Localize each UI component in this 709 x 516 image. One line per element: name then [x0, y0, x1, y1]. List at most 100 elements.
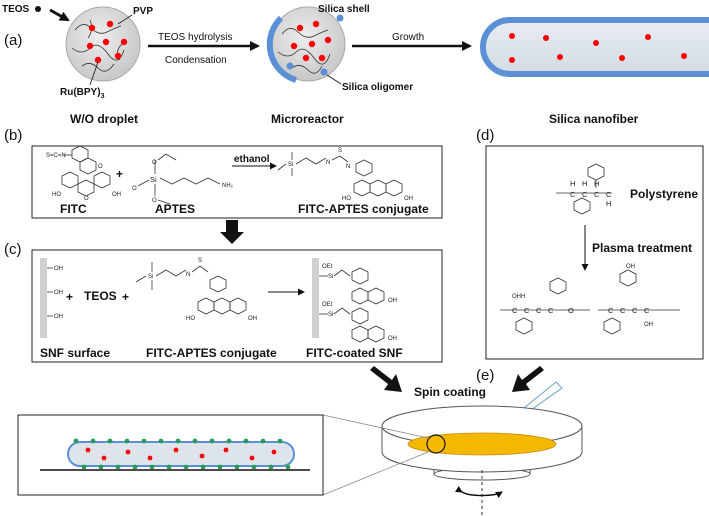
ru-dot	[147, 455, 153, 461]
svg-text:OH: OH	[388, 336, 397, 342]
pvp-pointer	[117, 14, 133, 25]
svg-text:OHH: OHH	[512, 294, 525, 300]
svg-text:S: S	[198, 258, 202, 264]
ru-dot	[85, 447, 91, 453]
caption-microreactor: Microreactor	[271, 112, 344, 126]
aptes-structure: Si O O O NH₂	[132, 153, 234, 205]
c-to-e-arrow	[370, 366, 402, 392]
plus-c2: +	[122, 290, 129, 304]
svg-text:N: N	[326, 160, 330, 166]
svg-text:S: S	[338, 148, 342, 154]
fitc-dot	[73, 438, 79, 444]
oxidized-structures: OHH C C C C O OH C C C C OH	[500, 264, 680, 335]
pvp-label: PVP	[133, 6, 153, 17]
conjugate-structure-b: Si N S N HO OH	[277, 148, 413, 202]
svg-text:Si: Si	[328, 312, 333, 318]
svg-text:C: C	[594, 190, 600, 199]
ru-dot	[223, 447, 229, 453]
fitc-dot	[192, 438, 198, 444]
fitc-dot	[277, 438, 283, 444]
ru-dot	[271, 449, 277, 455]
panel-b-label: (b)	[4, 127, 22, 144]
svg-text:OH: OH	[626, 264, 635, 270]
panel-e-label: (e)	[476, 367, 494, 384]
ru-pointer	[89, 61, 99, 86]
svg-text:C: C	[606, 190, 612, 199]
fitc-dot	[158, 438, 164, 444]
svg-text:H: H	[606, 199, 611, 208]
fitc-dot	[175, 438, 181, 444]
panel-d-box	[485, 145, 704, 360]
svg-text:H: H	[594, 179, 599, 188]
fitc-dot	[81, 464, 87, 470]
coated-fiber-inset	[40, 438, 310, 471]
svg-text:OH: OH	[644, 322, 653, 328]
svg-text:C: C	[632, 306, 638, 315]
svg-text:Si: Si	[328, 274, 333, 280]
caption-wo-droplet: W/O droplet	[70, 112, 138, 126]
panel-a-label: (a)	[4, 32, 22, 49]
fitc-dot	[243, 438, 249, 444]
svg-text:OH: OH	[248, 316, 257, 322]
svg-text:O: O	[152, 160, 157, 166]
fitc-dot	[124, 438, 130, 444]
petri-dish	[381, 405, 583, 516]
svg-text:Si: Si	[150, 175, 157, 184]
fitc-label: FITC	[60, 202, 87, 216]
svg-text:C: C	[536, 306, 542, 315]
svg-text:OH: OH	[54, 290, 63, 296]
svg-text:O: O	[152, 198, 157, 204]
ru-dot	[173, 447, 179, 453]
ru-dot	[249, 455, 255, 461]
condensation-text: Condensation	[165, 55, 227, 66]
teos-arrow	[49, 8, 70, 22]
panel-a: (a) TEOS PVP Ru(BPY)3 TEOS hydrolysis Co…	[2, 4, 709, 126]
svg-text:OH: OH	[54, 266, 63, 272]
svg-text:O: O	[98, 164, 103, 170]
svg-text:C: C	[570, 190, 576, 199]
svg-text:O: O	[568, 306, 574, 315]
fitc-dot	[217, 464, 223, 470]
teos-dot	[35, 6, 41, 12]
svg-text:OEt: OEt	[322, 264, 333, 270]
fitc-dot	[268, 464, 274, 470]
plus-c1: +	[66, 290, 73, 304]
conjugate-structure-c: Si N S HO OH	[135, 258, 257, 322]
zoom-line-top	[322, 414, 429, 439]
wo-droplet	[65, 6, 141, 82]
panel-c: (c) OH OH OH + TEOS + Si N S	[4, 241, 443, 363]
microreactor	[266, 6, 346, 83]
polystyrene-structure: H H H C C C C H	[556, 163, 612, 215]
snf-surface-label: SNF surface	[40, 346, 110, 360]
svg-text:Si: Si	[148, 274, 153, 280]
svg-text:H: H	[582, 179, 587, 188]
fitc-dot	[98, 464, 104, 470]
svg-text:C: C	[512, 306, 518, 315]
d-to-e-arrow	[512, 366, 544, 392]
panel-d-label: (d)	[476, 127, 494, 144]
fitc-dot	[251, 464, 257, 470]
panel-e: (e) Spin coating	[17, 367, 583, 516]
svg-text:O: O	[132, 186, 137, 192]
fitc-structure: S=C=N O HO OH O	[46, 145, 121, 202]
ru-label: Ru(BPY)3	[60, 87, 105, 100]
ru-dot	[199, 453, 205, 459]
oligomer-pointer	[326, 74, 342, 85]
svg-text:HO: HO	[342, 196, 351, 202]
svg-text:Si: Si	[288, 162, 293, 168]
fitc-dot	[107, 438, 113, 444]
fitc-dot	[132, 464, 138, 470]
pipette	[523, 381, 563, 413]
teos-label: TEOS	[2, 4, 30, 15]
fitc-dot	[209, 438, 215, 444]
panel-c-label: (c)	[4, 241, 22, 258]
coated-snf: OEt Si OEt Si OH OH	[312, 258, 397, 343]
svg-text:H: H	[570, 179, 575, 188]
svg-text:HO: HO	[186, 316, 195, 322]
panel-b: (b) S=C=N O HO OH O FITC + Si O O	[4, 127, 443, 219]
panel-d: (d) H H H C C C C H Polystyrene Plasma t…	[476, 127, 704, 360]
silica-oligomer-label: Silica oligomer	[342, 82, 413, 93]
svg-text:S=C=N: S=C=N	[46, 153, 66, 159]
svg-text:O: O	[84, 196, 89, 202]
svg-text:NH₂: NH₂	[222, 183, 234, 189]
